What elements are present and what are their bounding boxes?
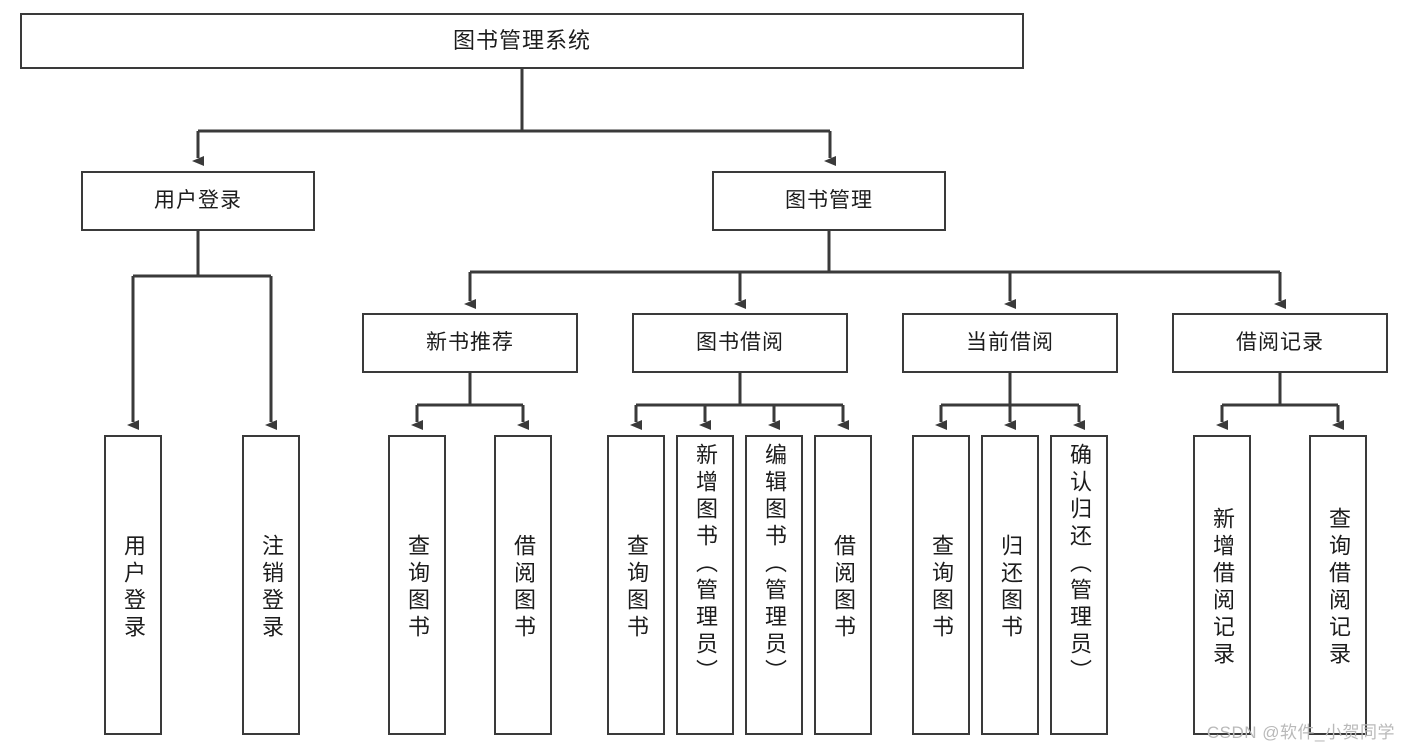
leaf-label: 借阅图书 bbox=[511, 534, 536, 642]
node-borrow-record[interactable]: 借阅记录 bbox=[1172, 313, 1388, 373]
leaf-borrow-record-add[interactable]: 新增借阅记录 bbox=[1193, 435, 1251, 735]
node-label: 用户登录 bbox=[154, 188, 242, 212]
leaf-current-borrow-query[interactable]: 查询图书 bbox=[912, 435, 970, 735]
node-user-login[interactable]: 用户登录 bbox=[81, 171, 315, 231]
leaf-label: 查询借阅记录 bbox=[1326, 507, 1351, 669]
leaf-label: 编辑图书（管理员） bbox=[762, 443, 787, 686]
leaf-label: 新增借阅记录 bbox=[1210, 507, 1235, 669]
leaf-current-borrow-confirm-return[interactable]: 确认归还（管理员） bbox=[1050, 435, 1108, 735]
leaf-label: 查询图书 bbox=[405, 534, 430, 642]
node-label: 当前借阅 bbox=[966, 330, 1054, 354]
leaf-new-book-borrow[interactable]: 借阅图书 bbox=[494, 435, 552, 735]
node-book-management[interactable]: 图书管理 bbox=[712, 171, 946, 231]
leaf-book-borrow-query[interactable]: 查询图书 bbox=[607, 435, 665, 735]
node-label: 图书借阅 bbox=[696, 330, 784, 354]
node-label: 借阅记录 bbox=[1236, 330, 1324, 354]
node-new-book-recommend[interactable]: 新书推荐 bbox=[362, 313, 578, 373]
leaf-new-book-query[interactable]: 查询图书 bbox=[388, 435, 446, 735]
leaf-book-borrow-add[interactable]: 新增图书（管理员） bbox=[676, 435, 734, 735]
leaf-book-borrow-edit[interactable]: 编辑图书（管理员） bbox=[745, 435, 803, 735]
leaf-label: 归还图书 bbox=[998, 534, 1023, 642]
leaf-user-login-login[interactable]: 用户登录 bbox=[104, 435, 162, 735]
leaf-label: 查询图书 bbox=[929, 534, 954, 642]
leaf-current-borrow-return[interactable]: 归还图书 bbox=[981, 435, 1039, 735]
node-label: 新书推荐 bbox=[426, 330, 514, 354]
node-label: 图书管理 bbox=[785, 188, 873, 212]
leaf-label: 查询图书 bbox=[624, 534, 649, 642]
node-current-borrow[interactable]: 当前借阅 bbox=[902, 313, 1118, 373]
leaf-label: 借阅图书 bbox=[831, 534, 856, 642]
leaf-user-login-logout[interactable]: 注销登录 bbox=[242, 435, 300, 735]
leaf-label: 注销登录 bbox=[259, 534, 284, 642]
node-label: 图书管理系统 bbox=[452, 28, 591, 54]
node-root-system[interactable]: 图书管理系统 bbox=[20, 13, 1024, 69]
node-book-borrow[interactable]: 图书借阅 bbox=[632, 313, 848, 373]
leaf-book-borrow-borrow[interactable]: 借阅图书 bbox=[814, 435, 872, 735]
leaf-label: 用户登录 bbox=[121, 534, 146, 642]
leaf-label: 新增图书（管理员） bbox=[693, 443, 718, 686]
leaf-label: 确认归还（管理员） bbox=[1067, 443, 1092, 686]
leaf-borrow-record-query[interactable]: 查询借阅记录 bbox=[1309, 435, 1367, 735]
